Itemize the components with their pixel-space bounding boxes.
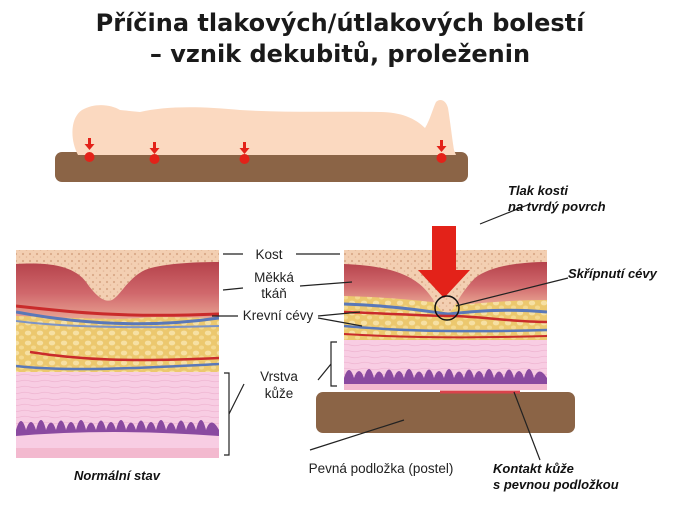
- pressure-point-3: [239, 142, 250, 164]
- skin-surface: [344, 384, 547, 390]
- blood-vessel-blue: [16, 320, 219, 329]
- pressure-point-2: [149, 142, 160, 164]
- firm-surface-bed: [316, 392, 575, 433]
- title-line-1: Příčina tlakových/útlakových bolestí: [95, 9, 585, 37]
- skin-surface: [16, 448, 219, 458]
- label-skripnuti-cevy: Skřípnutí cévy: [568, 266, 658, 281]
- lying-figure-illustration: [55, 100, 468, 182]
- label-tlak-kosti-line-1: Tlak kosti: [508, 183, 568, 198]
- page-title: Příčina tlakových/útlakových bolestí – v…: [0, 8, 680, 70]
- red-dot-icon: [239, 154, 250, 164]
- blood-vessel-blue: [16, 362, 219, 371]
- blood-vessel-blue: [344, 324, 547, 333]
- red-dot-icon: [436, 153, 447, 163]
- blood-vessel-red: [344, 333, 547, 339]
- blood-vessel-red: [16, 304, 219, 317]
- bone-layer: [16, 250, 219, 301]
- down-arrow-icon: [239, 148, 250, 154]
- title-line-2: – vznik dekubitů, proleženin: [149, 40, 531, 68]
- blood-vessel-red: [344, 310, 547, 324]
- blood-vessel-red: [29, 350, 219, 362]
- down-arrow-icon: [84, 144, 95, 150]
- blood-vessel-blue: [344, 302, 547, 316]
- down-arrow-icon: [436, 146, 447, 152]
- label-pevna-podlozka: Pevná podložka (postel): [309, 461, 454, 476]
- mattress: [55, 152, 468, 182]
- label-kontakt-kuze-line-2: s pevnou podložkou: [493, 477, 619, 492]
- down-arrow-icon: [149, 148, 160, 154]
- label-vrstva-kuze-line-1: Vrstva: [260, 369, 298, 384]
- label-tlak-kosti-line-2: na tvrdý povrch: [508, 199, 606, 214]
- normal-tissue-section: [16, 250, 219, 458]
- down-arrow-icon: [418, 226, 470, 298]
- blood-vessel-blue: [16, 310, 219, 326]
- label-normalni-stav: Normální stav: [74, 468, 161, 483]
- label-krevni-cevy: Krevní cévy: [243, 308, 314, 323]
- red-dot-icon: [84, 152, 95, 162]
- label-mekka-tkan-line-2: tkáň: [261, 286, 287, 301]
- leader-lines: [212, 203, 569, 461]
- body-silhouette: [72, 100, 456, 155]
- pressure-point-4: [436, 140, 447, 163]
- label-kontakt-kuze-line-1: Kontakt kůže: [493, 461, 574, 476]
- label-mekka-tkan-line-1: Měkká: [254, 270, 294, 285]
- red-dot-icon: [149, 154, 160, 164]
- label-vrstva-kuze-line-2: kůže: [265, 386, 294, 401]
- label-kost: Kost: [255, 247, 282, 262]
- pinch-circle-icon: [434, 295, 460, 321]
- pressure-point-1: [84, 138, 95, 162]
